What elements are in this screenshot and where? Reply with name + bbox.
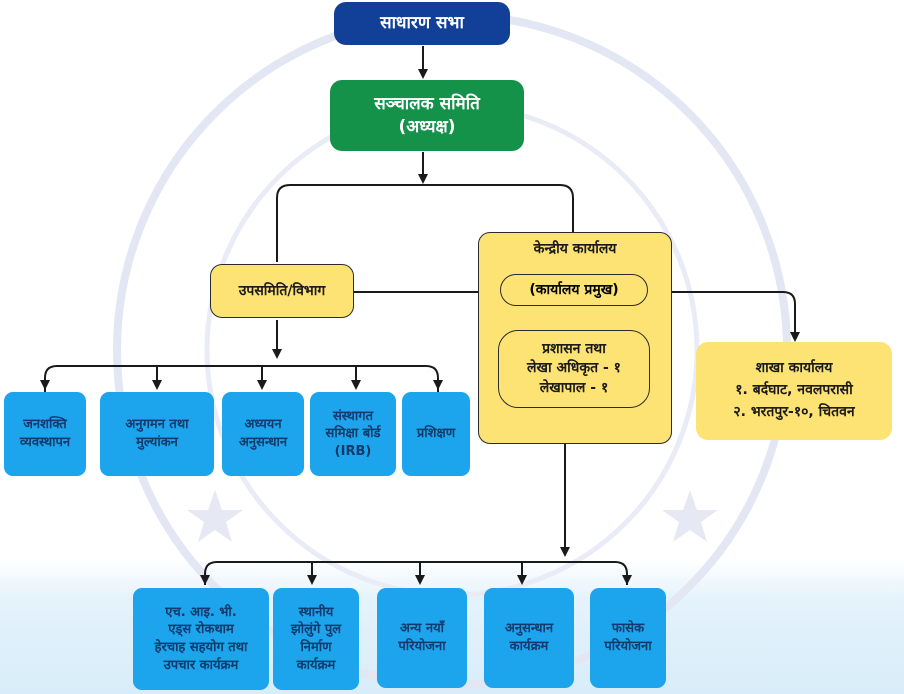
- dept-label: अनुसन्धान: [238, 435, 288, 450]
- dept-research: अध्ययन अनुसन्धान: [222, 392, 304, 476]
- dept-training: प्रशिक्षण: [402, 392, 470, 476]
- general-assembly-box: साधारण सभा: [334, 2, 510, 45]
- branch-office-title: शाखा कार्यालय: [755, 360, 833, 377]
- dept-label: व्यवस्थापन: [19, 435, 71, 450]
- dept-label: (IRB): [334, 443, 372, 459]
- admin-officer-label: प्रशासन तथा: [542, 340, 606, 357]
- watermark-star-icon: [662, 490, 718, 542]
- account-officer-label: लेखा अधिकृत - १: [527, 360, 621, 377]
- project-label: कार्यक्रम: [509, 639, 549, 654]
- project-suspension-bridge: स्थानीय झोलुंगे पुल निर्माण कार्यक्रम: [273, 588, 359, 690]
- project-label: निर्माण: [300, 640, 332, 655]
- project-label: उपचार कार्यक्रम: [163, 657, 239, 673]
- admin-finance-box: प्रशासन तथा लेखा अधिकृत - १ लेखापाल - १: [498, 330, 650, 408]
- project-label: अनुसन्धान: [504, 621, 554, 637]
- board-label: सञ्चालक समिति: [374, 93, 480, 114]
- project-label: हेरचाह सहयोग तथा: [154, 640, 248, 655]
- branch-bharatpur: २. भरतपुर-१०, चितवन: [733, 403, 855, 420]
- office-head-pill: (कार्यालय प्रमुख): [500, 274, 648, 306]
- bracket-projects: [204, 561, 628, 585]
- dept-label: मुल्यांकन: [136, 435, 178, 450]
- project-label: फासेक: [611, 621, 645, 637]
- accountant-label: लेखापाल - १: [539, 379, 609, 396]
- subcommittee-box: उपसमिति/विभाग: [210, 264, 354, 318]
- project-label: अन्य नयाँ: [400, 621, 444, 637]
- subcommittee-label: उपसमिति/विभाग: [238, 282, 326, 299]
- bracket-board: [276, 184, 574, 262]
- project-label: एच. आइ. भी.: [165, 604, 237, 620]
- project-label: परियोजना: [604, 639, 652, 654]
- branch-office-box: शाखा कार्यालय १. बर्दघाट, नवलपरासी २. भर…: [696, 342, 892, 440]
- project-other-new: अन्य नयाँ परियोजना: [377, 588, 467, 688]
- central-office-title: केन्द्रीय कार्यालय: [533, 240, 617, 257]
- watermark-star-icon: [187, 490, 243, 542]
- board-box: सञ्चालक समिति (अध्यक्ष): [330, 80, 524, 151]
- project-label: कार्यक्रम: [296, 657, 336, 673]
- dept-label: प्रशिक्षण: [416, 426, 456, 442]
- project-label: स्थानीय: [298, 604, 334, 620]
- dept-irb: संस्थागत समिक्षा बोर्ड (IRB): [310, 392, 396, 476]
- project-fasek: फासेक परियोजना: [590, 588, 666, 688]
- dept-label: समिक्षा बोर्ड: [325, 426, 381, 442]
- office-head-label: (कार्यालय प्रमुख): [529, 281, 619, 298]
- dept-label: अनुगमन तथा: [125, 417, 189, 433]
- dept-label: अध्ययन: [244, 417, 282, 433]
- project-label: परियोजना: [398, 639, 446, 654]
- branch-bardaghat: १. बर्दघाट, नवलपरासी: [735, 382, 853, 399]
- board-chair-label: (अध्यक्ष): [398, 116, 456, 137]
- general-assembly-label: साधारण सभा: [380, 13, 464, 34]
- project-research: अनुसन्धान कार्यक्रम: [484, 588, 574, 688]
- project-label: झोलुंगे पुल: [290, 622, 342, 638]
- project-hiv-aids: एच. आइ. भी. एड्स रोकथाम हेरचाह सहयोग तथा…: [133, 588, 269, 690]
- dept-label: जनशक्ति: [23, 417, 67, 433]
- project-label: एड्स रोकथाम: [168, 622, 234, 638]
- dept-monitoring: अनुगमन तथा मुल्यांकन: [100, 392, 214, 476]
- dept-manpower: जनशक्ति व्यवस्थापन: [4, 392, 86, 476]
- bracket-depts: [44, 365, 439, 392]
- dept-label: संस्थागत: [333, 408, 373, 424]
- arrow-central-branch: [648, 291, 800, 342]
